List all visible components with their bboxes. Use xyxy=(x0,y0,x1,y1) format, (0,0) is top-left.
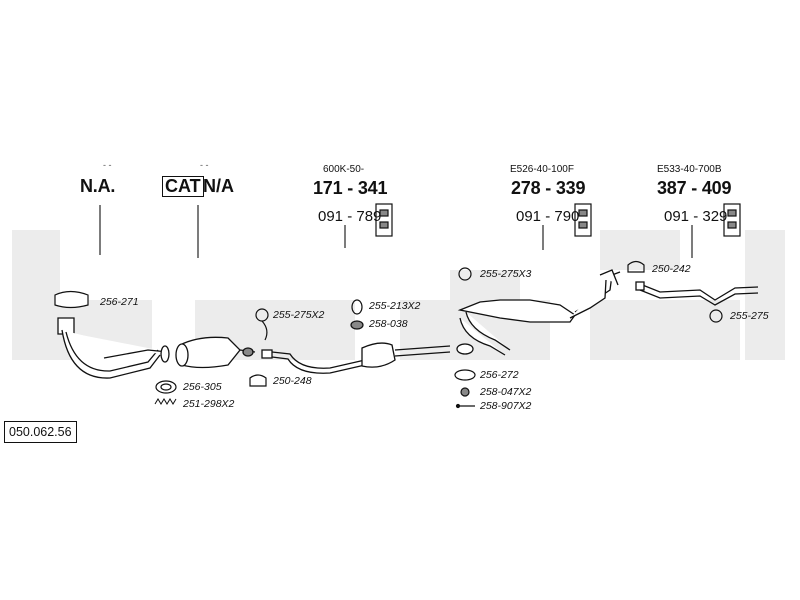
bolt-258-907 xyxy=(455,403,475,409)
rubber-258-038 xyxy=(350,320,364,330)
part-label: 250-248 xyxy=(273,375,312,387)
centre-silencer xyxy=(456,269,621,356)
clamp-255-275X3 xyxy=(458,267,472,281)
mount-250-242 xyxy=(627,260,645,273)
header-dots: - - xyxy=(200,160,209,170)
leader-lines xyxy=(99,205,693,258)
bracket-number: 091 - 329 xyxy=(664,208,728,225)
bracket-number: 091 - 789 xyxy=(318,208,382,225)
gasket-256-271 xyxy=(54,290,89,309)
part-label: 256-271 xyxy=(100,296,139,308)
part-label: 256-305 xyxy=(183,381,222,393)
part-number: 278 - 339 xyxy=(511,178,586,198)
bracket-number: 091 - 790 xyxy=(516,208,580,225)
rear-pipe xyxy=(635,281,759,306)
bolt-258-047 xyxy=(460,387,470,397)
ref-number: 600K-50- xyxy=(323,164,365,175)
part-number-cat: N/A xyxy=(203,176,234,196)
part-label: 255-275X3 xyxy=(480,268,532,280)
part-label: 255-213X2 xyxy=(369,300,421,312)
ref-number: E533-40-700B xyxy=(657,164,722,175)
part-number: 387 - 409 xyxy=(657,178,732,198)
clamp-255-275 xyxy=(709,309,723,323)
diagram-code: 050.062.56 xyxy=(4,421,77,443)
part-label: 258-038 xyxy=(369,318,408,330)
bracket-icon xyxy=(723,203,741,237)
part-number: 171 - 341 xyxy=(313,178,388,198)
ref-number: E526-40-100F xyxy=(510,164,574,175)
intermediate-pipe xyxy=(261,342,451,374)
part-label: 250-242 xyxy=(652,263,691,275)
mount-250-248 xyxy=(249,374,267,387)
clamp-255-275X2 xyxy=(255,308,269,341)
part-label: 256-272 xyxy=(480,369,519,381)
cat-badge: CAT xyxy=(162,176,204,197)
part-label: 258-047X2 xyxy=(480,386,532,398)
part-label: 255-275X2 xyxy=(273,309,325,321)
gasket-256-272 xyxy=(454,369,476,381)
header-dots: - - xyxy=(103,160,112,170)
part-label: 255-275 xyxy=(730,310,769,322)
part-label: 251-298X2 xyxy=(183,398,235,410)
ring-256-305 xyxy=(155,380,177,394)
part-label: 258-907X2 xyxy=(480,400,532,412)
watermark-logo xyxy=(12,230,785,360)
front-pipe xyxy=(57,317,170,379)
bracket-icon xyxy=(574,203,592,237)
spring-251-298 xyxy=(154,398,177,405)
bracket-icon xyxy=(375,203,393,237)
part-number-na: N.A. xyxy=(80,176,116,196)
clamp-255-213X2 xyxy=(351,299,363,315)
catalytic-converter xyxy=(175,336,256,369)
